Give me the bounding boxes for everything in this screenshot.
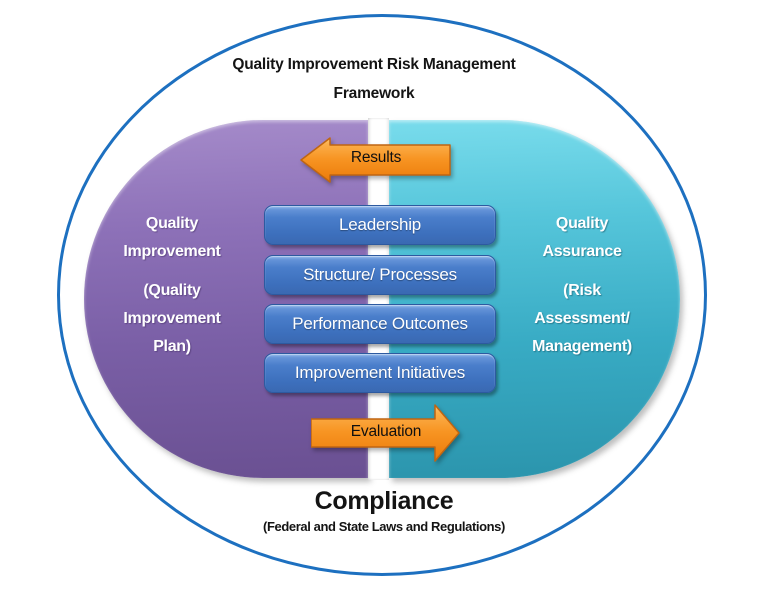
qa-secondary-label: (Risk Assessment/ Management) — [532, 282, 632, 355]
left-arrow-icon — [300, 137, 451, 183]
compliance-footer: Compliance (Federal and State Laws and R… — [184, 486, 584, 536]
evaluation-arrow: Evaluation — [311, 404, 461, 462]
results-arrow-label: Results — [350, 149, 402, 166]
results-arrow: Results — [300, 137, 452, 183]
qi-primary-label: Quality Improvement — [123, 215, 221, 260]
qi-secondary-label: (Quality Improvement Plan) — [123, 282, 221, 355]
qa-primary-label: Quality Assurance — [542, 215, 622, 260]
evaluation-arrow-label: Evaluation — [350, 423, 422, 440]
title-line-2: Framework — [333, 85, 415, 102]
center-item-leadership: Leadership — [264, 205, 496, 245]
center-item-performance-outcomes: Performance Outcomes — [264, 304, 496, 344]
compliance-title: Compliance — [314, 487, 454, 515]
diagram-title: Quality Improvement Risk Management Fram… — [134, 50, 614, 108]
compliance-subtitle: (Federal and State Laws and Regulations) — [263, 519, 505, 534]
quality-assurance-label: Quality Assurance (Risk Assessment/ Mana… — [520, 210, 644, 372]
center-item-structure-processes: Structure/ Processes — [264, 255, 496, 295]
quality-improvement-label: Quality Improvement (Quality Improvement… — [110, 210, 234, 372]
center-item-improvement-initiatives: Improvement Initiatives — [264, 353, 496, 393]
right-arrow-icon — [311, 404, 460, 462]
outer-ellipse — [57, 14, 707, 576]
title-line-1: Quality Improvement Risk Management — [232, 56, 516, 73]
